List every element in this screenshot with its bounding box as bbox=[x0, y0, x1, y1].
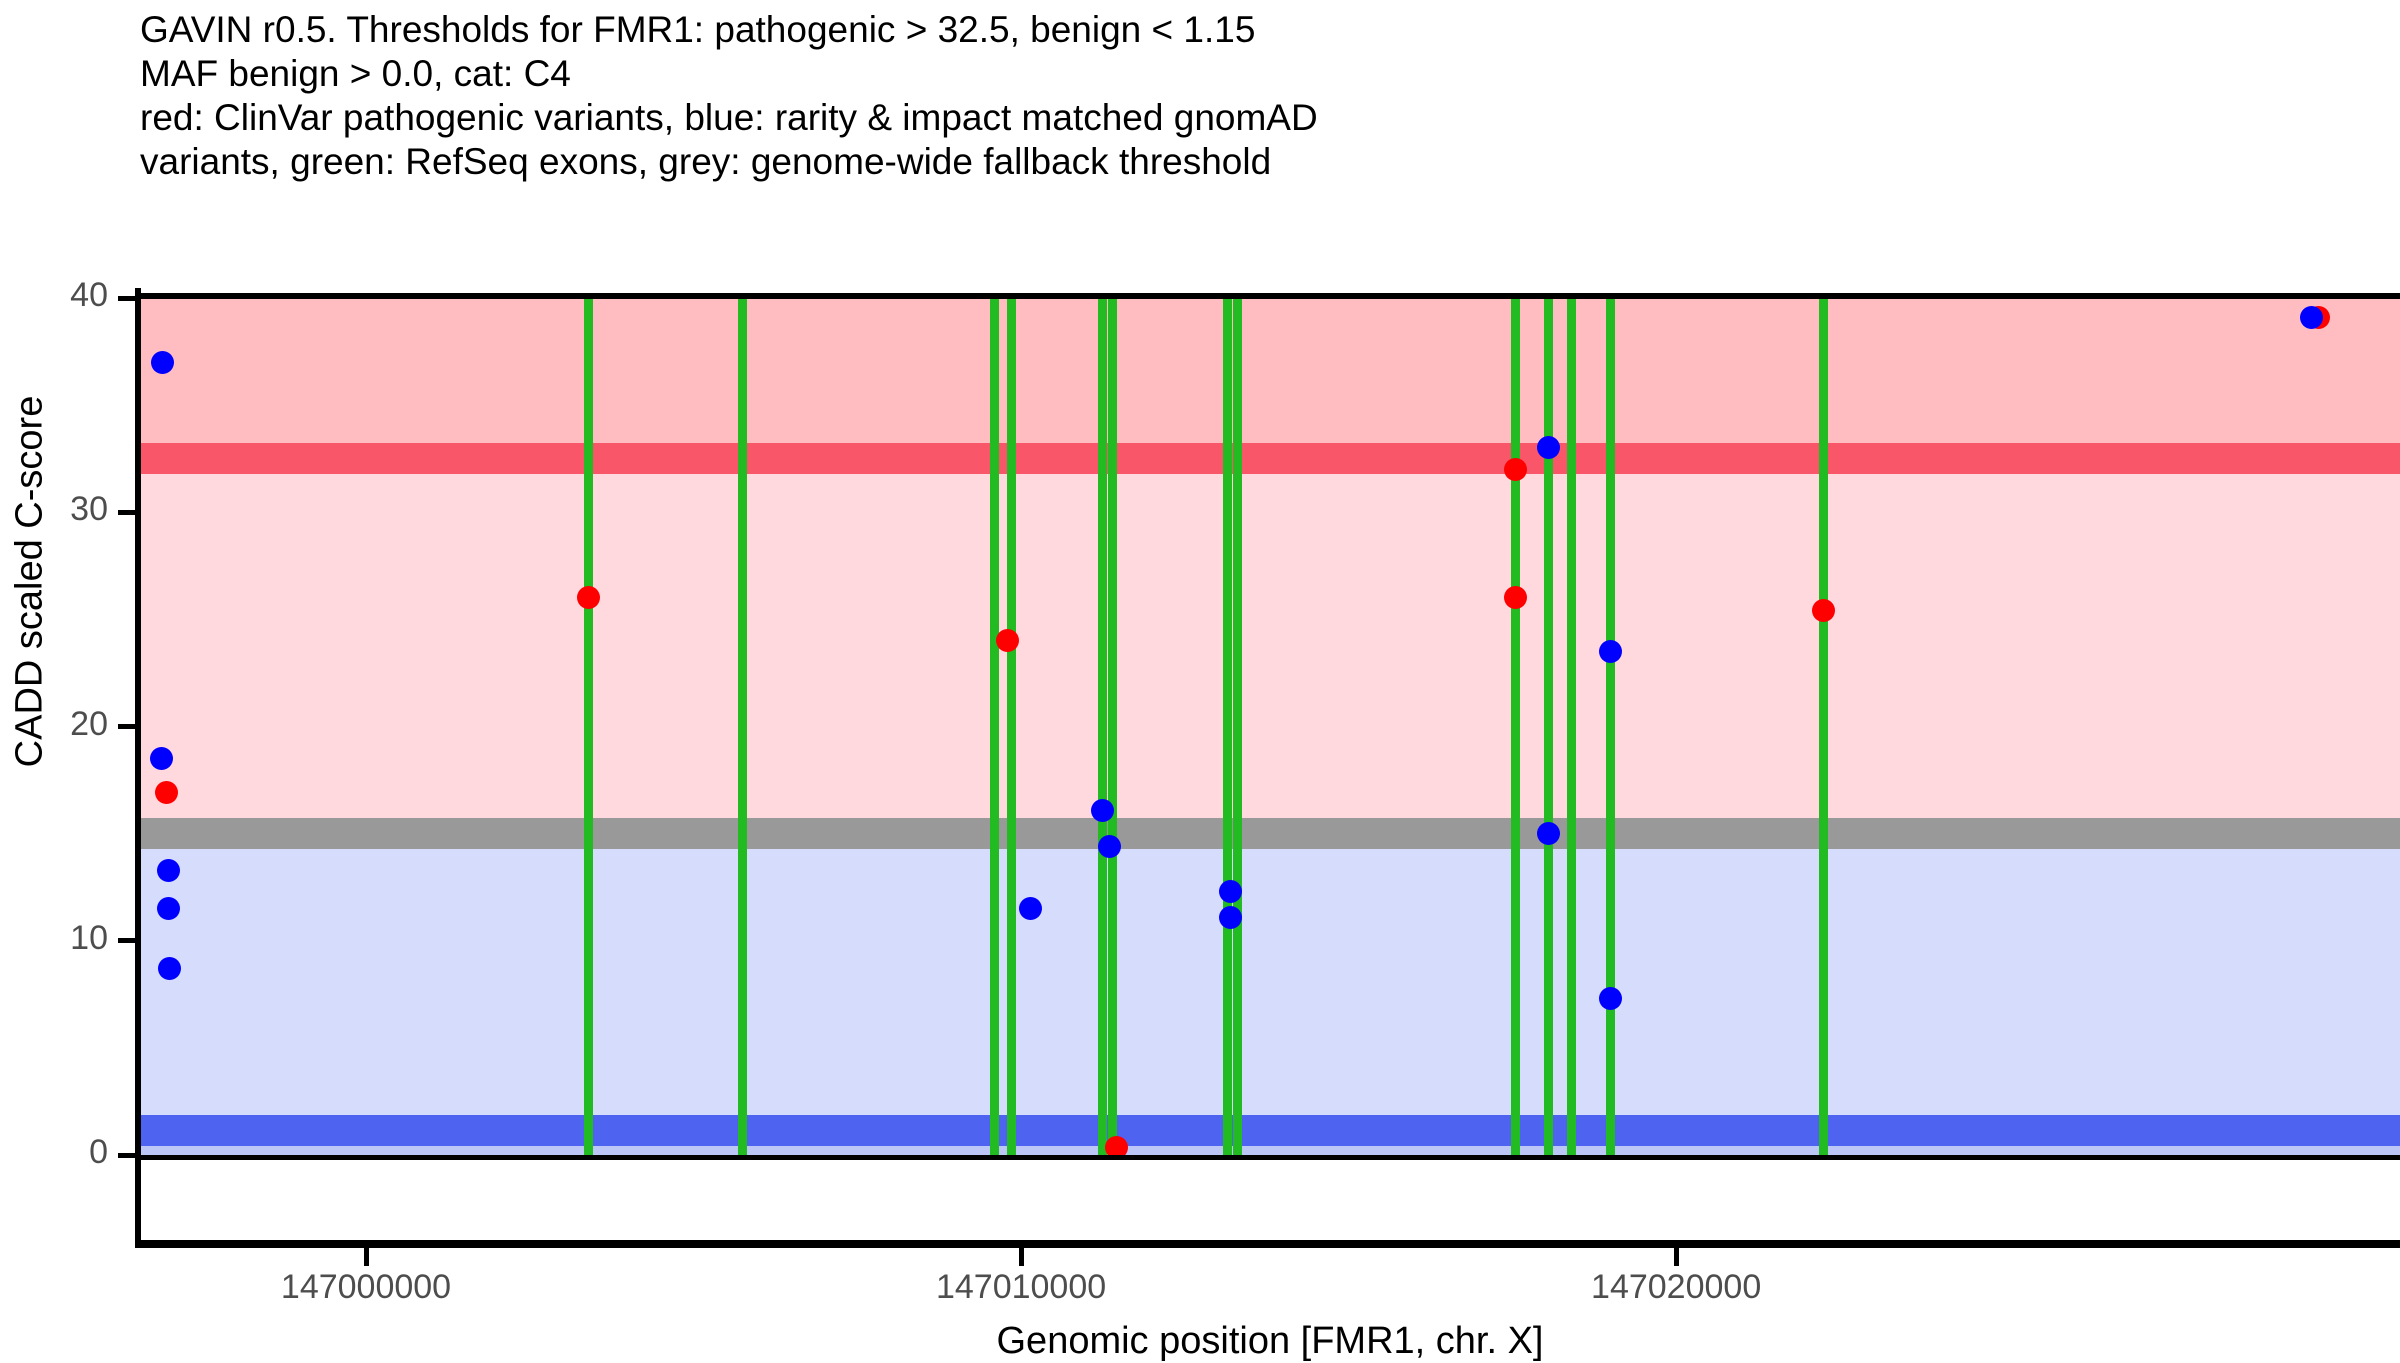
gnomad-variant-point bbox=[1091, 798, 1115, 822]
gnomad-variant-point bbox=[151, 350, 175, 374]
exon-line bbox=[1108, 298, 1118, 1155]
fallback-threshold-line bbox=[140, 818, 2400, 850]
gnomad-variant-point bbox=[1599, 640, 1623, 663]
x-tick-label: 147000000 bbox=[280, 1268, 452, 1306]
gnomad-variant-point bbox=[1599, 987, 1623, 1011]
title-line-2: MAF benign > 0.0, cat: C4 bbox=[140, 53, 571, 94]
pathogenic-variant-point bbox=[996, 629, 1020, 653]
plot-panel bbox=[140, 298, 2400, 1159]
vus-zone bbox=[140, 474, 2400, 819]
exon-line bbox=[1098, 298, 1108, 1155]
y-tick-mark bbox=[118, 938, 140, 944]
pathogenic-variant-point bbox=[1104, 1136, 1128, 1159]
y-tick-mark bbox=[118, 1152, 140, 1158]
figure-title-block: GAVIN r0.5. Thresholds for FMR1: pathoge… bbox=[140, 8, 2240, 184]
x-tick-label: 147020000 bbox=[1591, 1268, 1762, 1306]
y-tick-mark bbox=[118, 724, 140, 729]
y-axis-line bbox=[135, 288, 141, 1170]
x-tick-mark bbox=[363, 1248, 369, 1266]
panel-top-border bbox=[140, 293, 2400, 299]
gnomad-variant-point bbox=[1019, 897, 1043, 921]
x-tick-label: 147010000 bbox=[935, 1268, 1107, 1306]
gnomad-variant-point bbox=[2300, 305, 2324, 329]
title-line-1: GAVIN r0.5. Thresholds for FMR1: pathoge… bbox=[140, 9, 1256, 50]
y-axis-label: CADD scaled C-score bbox=[8, 395, 51, 768]
y-axis-extension bbox=[135, 1160, 141, 1244]
exon-line bbox=[738, 298, 748, 1155]
exon-line bbox=[990, 298, 1000, 1155]
exon-line bbox=[1006, 298, 1016, 1155]
x-axis-line bbox=[135, 1240, 2400, 1248]
gnomad-variant-point bbox=[150, 747, 174, 771]
gnomad-variant-point bbox=[157, 957, 181, 981]
benign-threshold-line bbox=[140, 1114, 2400, 1146]
exon-line bbox=[584, 298, 594, 1155]
y-tick-mark bbox=[118, 295, 140, 301]
gnomad-variant-point bbox=[1219, 879, 1243, 903]
pathogenic-variant-point bbox=[1504, 586, 1528, 610]
y-tick-label: 30 bbox=[70, 490, 108, 529]
y-tick-mark bbox=[118, 509, 140, 515]
title-line-4: variants, green: RefSeq exons, grey: gen… bbox=[140, 141, 1272, 182]
gnomad-variant-point bbox=[1098, 834, 1121, 858]
exon-line bbox=[1543, 298, 1553, 1155]
benign-lower-zone bbox=[140, 1145, 2400, 1155]
y-tick-label: 20 bbox=[70, 704, 108, 743]
pathogenic-threshold-line bbox=[140, 443, 2400, 475]
exon-line bbox=[1222, 298, 1232, 1155]
pathogenic-variant-point bbox=[1504, 457, 1528, 481]
exon-line bbox=[1232, 298, 1242, 1155]
panel-bottom-border bbox=[140, 1155, 2400, 1160]
gnomad-variant-point bbox=[1219, 905, 1243, 929]
pathogenic-variant-point bbox=[154, 781, 178, 805]
title-line-3: red: ClinVar pathogenic variants, blue: … bbox=[140, 97, 1318, 138]
benign-zone bbox=[140, 849, 2400, 1115]
exon-line bbox=[1819, 298, 1829, 1155]
y-tick-label: 10 bbox=[70, 918, 108, 957]
gnomad-variant-point bbox=[1536, 822, 1560, 846]
x-axis-label: Genomic position [FMR1, chr. X] bbox=[996, 1320, 1544, 1362]
pathogenic-variant-point bbox=[577, 586, 601, 610]
gnomad-variant-point bbox=[156, 858, 180, 882]
x-tick-mark bbox=[1018, 1248, 1024, 1266]
x-tick-mark bbox=[1673, 1248, 1679, 1266]
y-tick-label: 40 bbox=[70, 276, 108, 314]
pathogenic-variant-point bbox=[1812, 599, 1836, 623]
gnomad-variant-point bbox=[1536, 436, 1560, 460]
exon-line bbox=[1606, 298, 1616, 1155]
exon-line bbox=[1511, 298, 1521, 1155]
y-tick-label: 0 bbox=[89, 1133, 108, 1171]
exon-line bbox=[1566, 298, 1576, 1155]
gnomad-variant-point bbox=[156, 897, 180, 921]
pathogenic-zone bbox=[140, 298, 2400, 444]
